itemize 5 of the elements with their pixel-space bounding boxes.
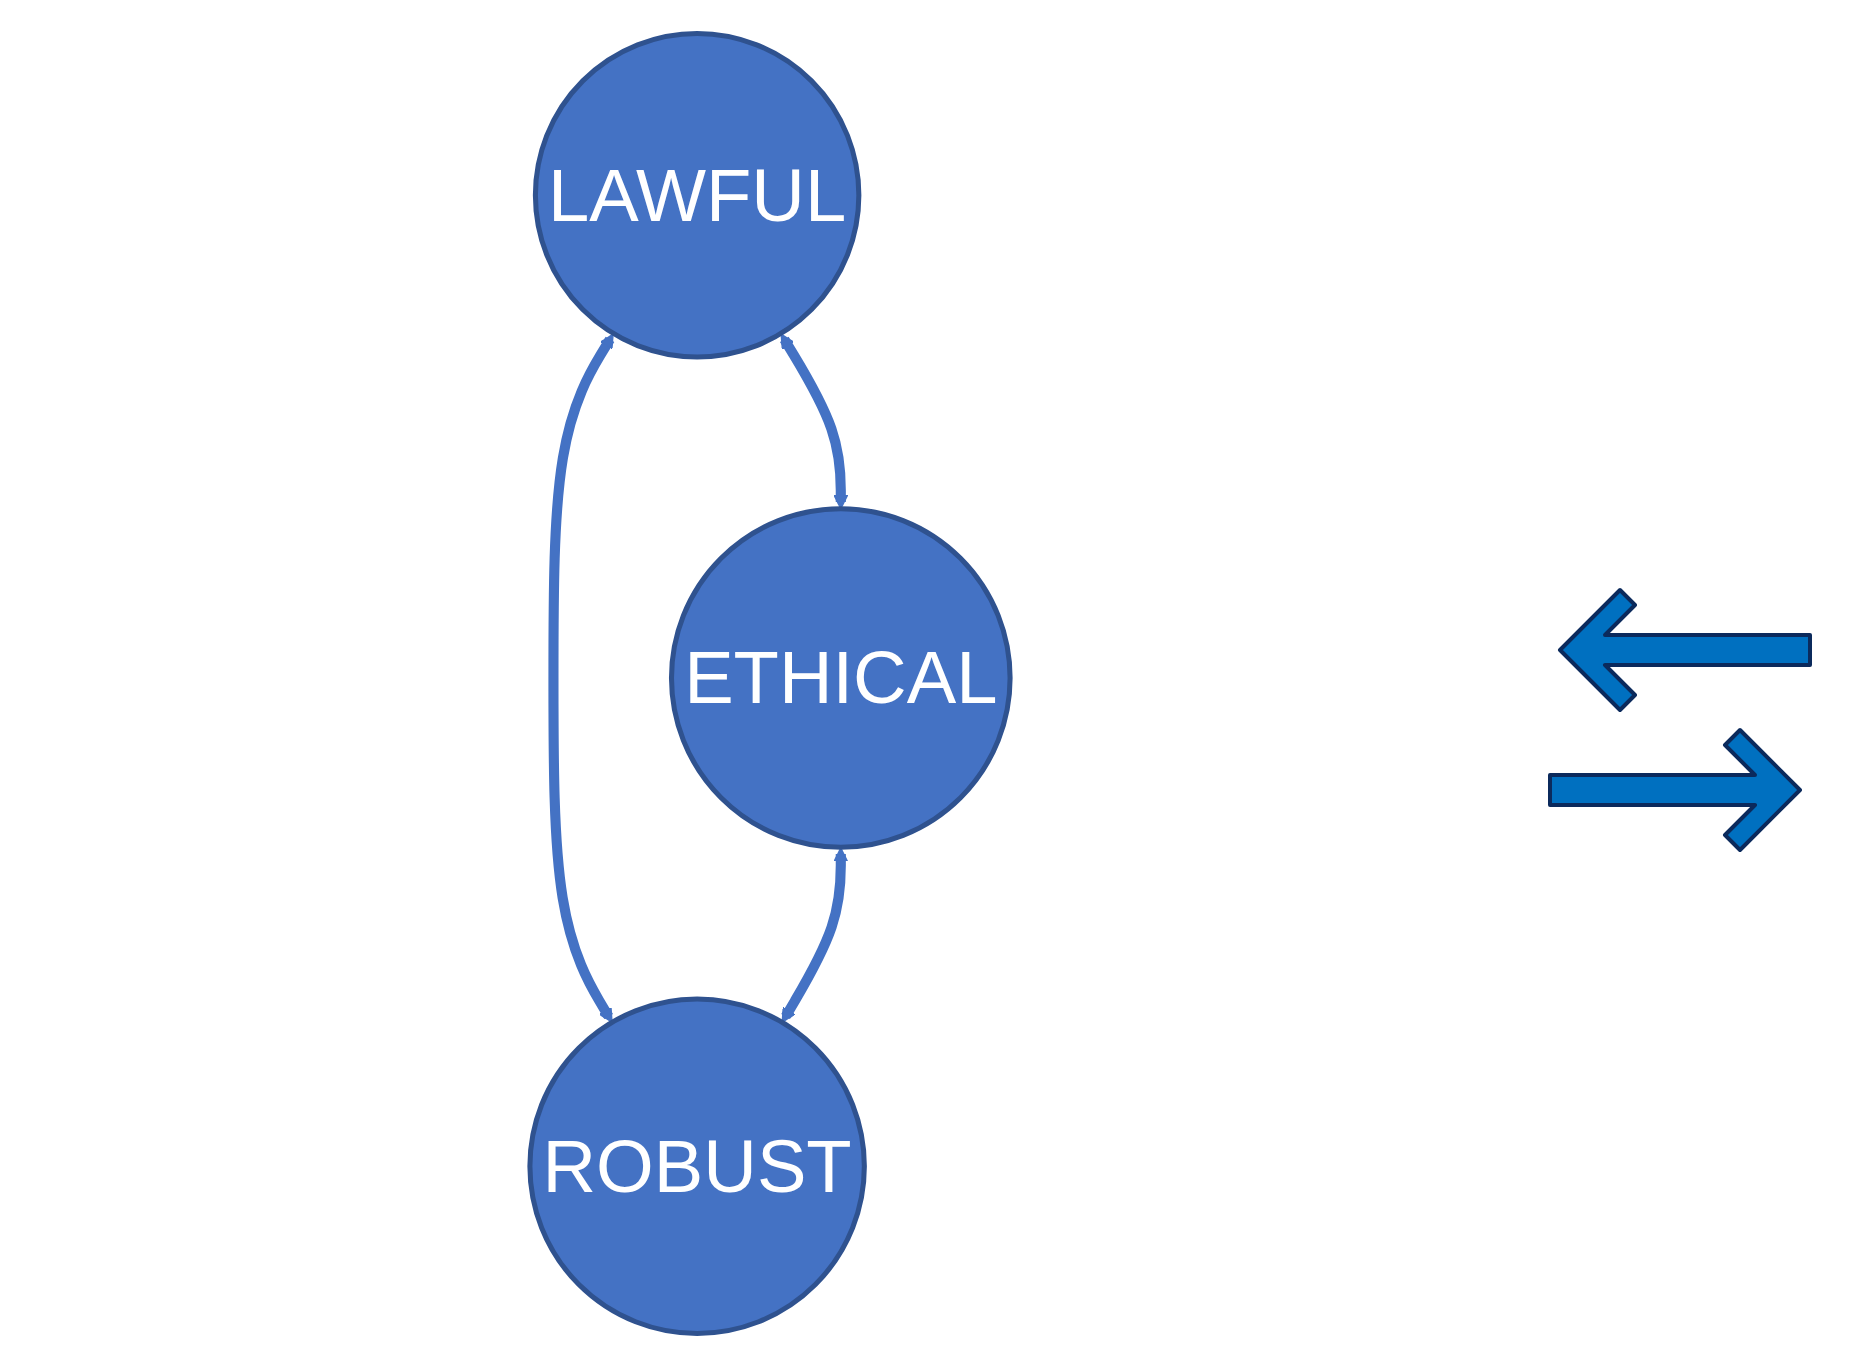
node-circle: ETHICAL — [668, 506, 1013, 850]
node-circle: ROBUST — [527, 996, 867, 1337]
arrow — [781, 847, 849, 1023]
arrow — [548, 333, 615, 1023]
node-circle: LAWFUL — [532, 30, 862, 360]
